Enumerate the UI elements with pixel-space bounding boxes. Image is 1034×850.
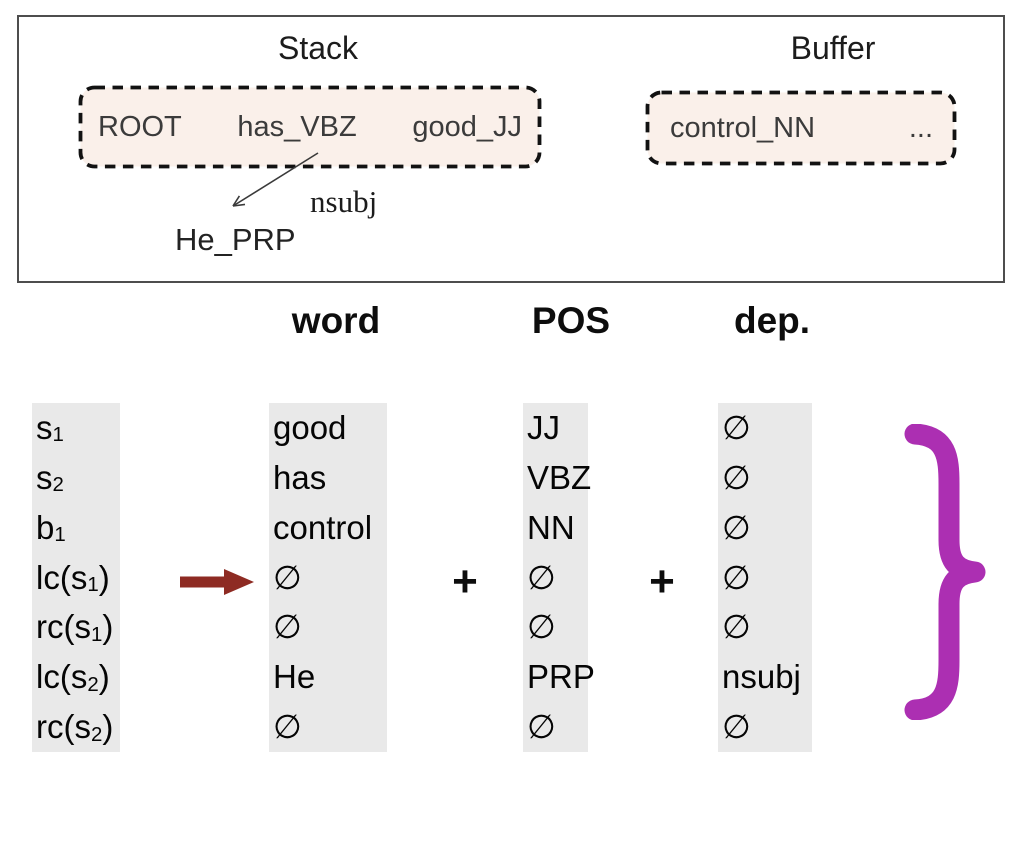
pos-cell: NN bbox=[527, 508, 575, 546]
stack-item: good_JJ bbox=[412, 110, 522, 143]
dep-cell: ∅ bbox=[722, 409, 751, 446]
stack-box: ROOT has_VBZ good_JJ bbox=[78, 85, 542, 169]
buffer-items: control_NN ... bbox=[645, 90, 957, 166]
dep-cell: nsubj bbox=[722, 658, 801, 696]
buffer-heading: Buffer bbox=[790, 30, 876, 66]
stack-item: ROOT bbox=[98, 110, 182, 143]
dep-column: ∅ ∅ ∅ ∅ ∅ nsubj ∅ bbox=[718, 403, 812, 752]
label-column: s1 s2 b1 lc(s1) rc(s1) lc(s2) rc(s2) bbox=[32, 403, 120, 752]
pos-column-header: POS bbox=[531, 300, 611, 341]
dep-cell: ∅ bbox=[722, 558, 751, 596]
pos-cell: ∅ bbox=[527, 608, 556, 646]
row-label: s1 bbox=[36, 409, 64, 447]
plus-sign-word-pos: + bbox=[452, 557, 478, 606]
row-label: b1 bbox=[36, 508, 66, 547]
pos-cell: JJ bbox=[527, 409, 560, 446]
arc-label: nsubj bbox=[310, 184, 378, 219]
parser-state-panel: Stack Buffer ROOT has_VBZ good_JJ contro… bbox=[17, 15, 1005, 283]
word-cell: has bbox=[273, 458, 327, 496]
word-cell: ∅ bbox=[273, 708, 302, 746]
dependent-token: He_PRP bbox=[175, 222, 296, 257]
word-column: good has control ∅ ∅ He ∅ bbox=[269, 403, 387, 752]
stack-heading: Stack bbox=[277, 30, 359, 66]
buffer-item: control_NN bbox=[670, 111, 816, 144]
row-label: rc(s2) bbox=[36, 708, 114, 746]
stack-box-outline bbox=[78, 85, 542, 169]
buffer-box-outline bbox=[645, 90, 957, 166]
stack-item: has_VBZ bbox=[237, 110, 357, 143]
buffer-item: ... bbox=[908, 111, 933, 144]
pos-cell: ∅ bbox=[527, 708, 556, 746]
row-label: rc(s1) bbox=[36, 608, 114, 646]
dep-cell: ∅ bbox=[722, 708, 751, 746]
dep-column-header: dep. bbox=[733, 300, 811, 341]
brace-icon bbox=[904, 424, 986, 720]
plus-sign-pos-dep: + bbox=[649, 557, 675, 606]
focus-arrow-icon bbox=[180, 569, 254, 595]
dep-cell: ∅ bbox=[722, 608, 751, 646]
word-cell: He bbox=[273, 658, 316, 696]
stack-items: ROOT has_VBZ good_JJ bbox=[78, 85, 542, 169]
row-label: s2 bbox=[36, 458, 64, 497]
pos-column: JJ VBZ NN ∅ ∅ PRP ∅ bbox=[523, 403, 595, 752]
word-cell: good bbox=[273, 409, 347, 446]
word-cell: control bbox=[273, 508, 373, 546]
dep-cell: ∅ bbox=[722, 458, 751, 496]
pos-cell: PRP bbox=[527, 658, 595, 696]
word-column-header: word bbox=[291, 300, 381, 341]
pos-cell: VBZ bbox=[527, 458, 592, 496]
row-label: lc(s2) bbox=[36, 658, 110, 696]
arc-arrow-icon bbox=[232, 152, 319, 207]
buffer-box: control_NN ... bbox=[645, 90, 957, 166]
word-cell: ∅ bbox=[273, 608, 302, 646]
word-cell: ∅ bbox=[273, 558, 302, 596]
row-label: lc(s1) bbox=[36, 558, 110, 596]
pos-cell: ∅ bbox=[527, 558, 556, 596]
dep-cell: ∅ bbox=[722, 508, 751, 546]
